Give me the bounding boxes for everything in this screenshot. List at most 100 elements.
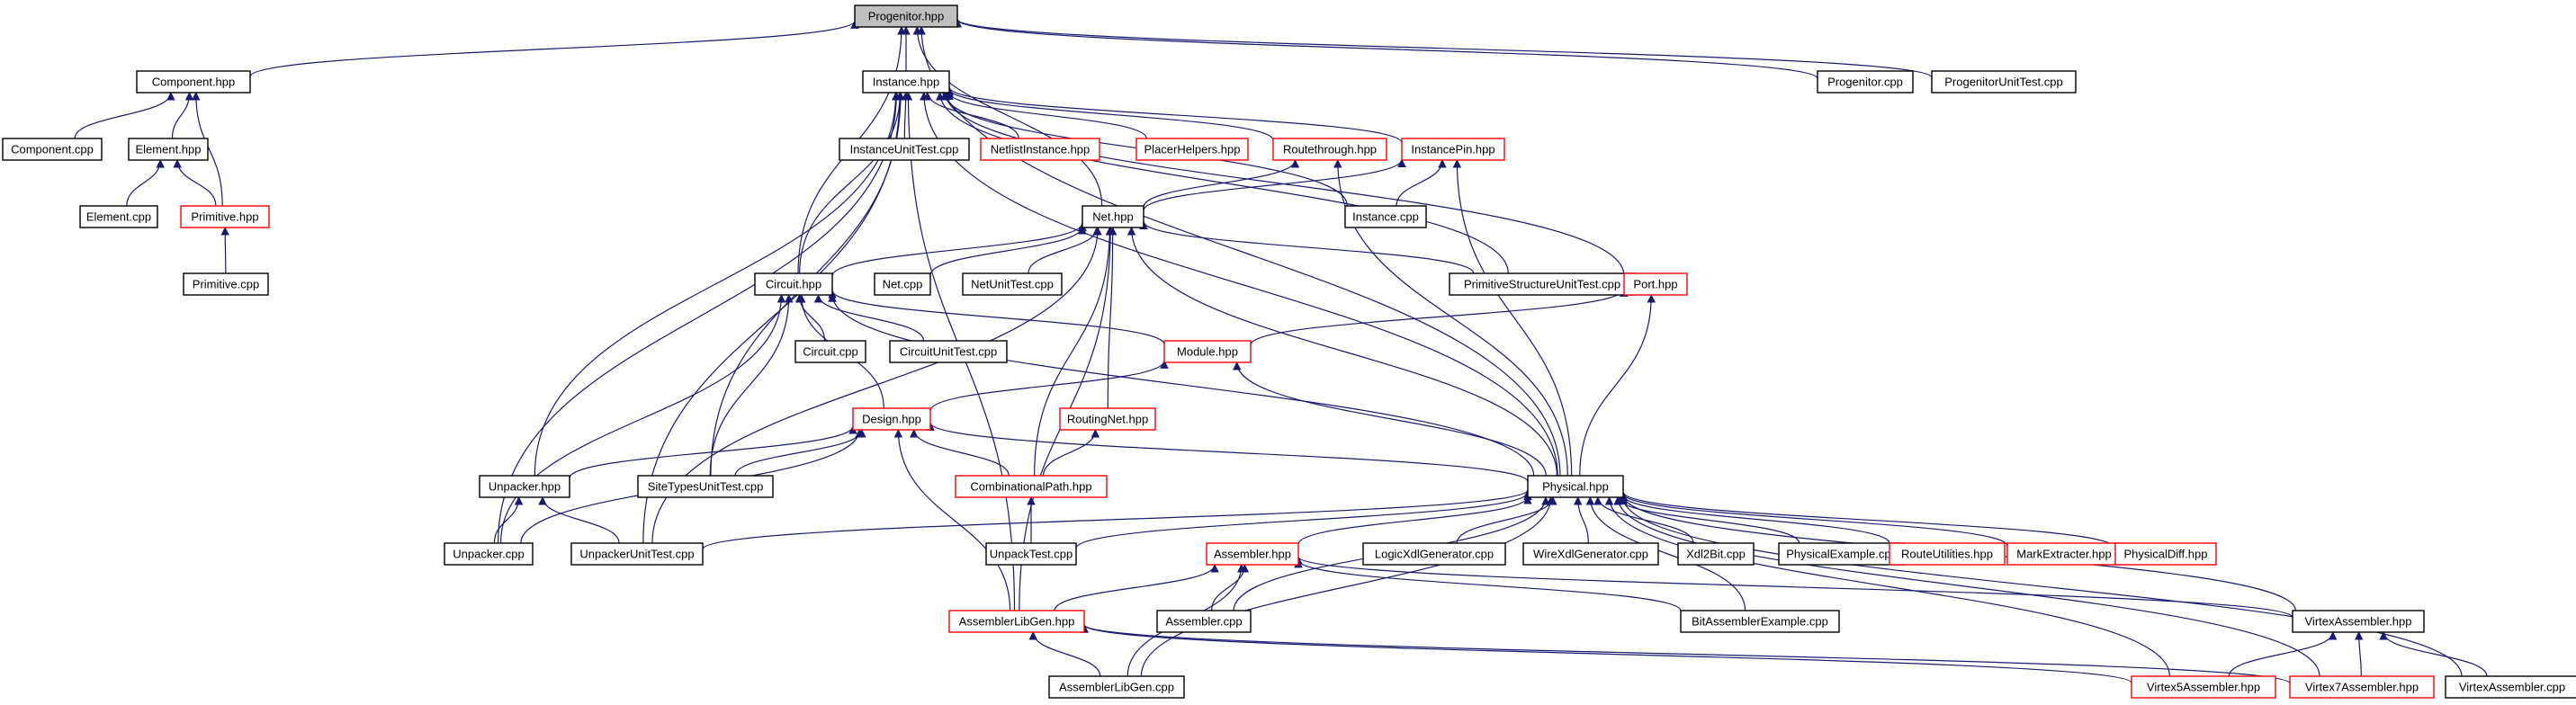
node-box (1527, 475, 1624, 498)
node-bitassemblerexample-cpp[interactable]: BitAssemblerExample.cpp (1680, 610, 1840, 633)
node-virtexassembler-hpp[interactable]: VirtexAssembler.hpp (2292, 610, 2425, 633)
edge-assemblerlibgen-hpp-to-assembler-hpp (1054, 564, 1219, 611)
node-box (1272, 138, 1387, 161)
node-markextracter-hpp[interactable]: MarkExtracter.hpp (2006, 542, 2122, 566)
node-instanceunittest-cpp[interactable]: InstanceUnitTest.cpp (839, 138, 970, 161)
edge-circuit-cpp-to-circuit-hpp (794, 294, 826, 342)
node-progenitor-cpp[interactable]: Progenitor.cpp (1817, 70, 1914, 94)
node-label: Element.cpp (86, 210, 151, 224)
edge-physical-hpp-to-module-hpp (1232, 361, 1547, 477)
node-box (1778, 542, 1906, 566)
edge (1126, 227, 1558, 477)
node-primitive-cpp[interactable]: Primitive.cpp (183, 272, 269, 296)
node-net-cpp[interactable]: Net.cpp (874, 272, 931, 296)
node-physical-hpp[interactable]: Physical.hpp (1527, 475, 1624, 498)
node-box (985, 542, 1077, 566)
node-net-hpp[interactable]: Net.hpp (1082, 205, 1144, 228)
node-virtex5assembler-hpp[interactable]: Virtex5Assembler.hpp (2131, 675, 2276, 699)
edge-unpacker-cpp-to-instance-hpp (498, 92, 902, 544)
node-logicxdlgenerator-cpp[interactable]: LogicXdlGenerator.cpp (1362, 542, 1506, 566)
edge-physical-hpp-to-instance-hpp (920, 92, 1558, 477)
node-design-hpp[interactable]: Design.hpp (852, 407, 931, 431)
edge-element-hpp-to-component-hpp (171, 92, 194, 139)
node-component-hpp[interactable]: Component.hpp (136, 70, 251, 94)
edge (945, 85, 1403, 144)
edge-unpacktest-cpp-to-physical-hpp (1075, 491, 1532, 549)
node-module-hpp[interactable]: Module.hpp (1163, 340, 1252, 363)
node-label: UnpackerUnitTest.cpp (579, 548, 694, 561)
node-netunittest-cpp[interactable]: NetUnitTest.cpp (962, 272, 1063, 296)
edge-netlistinstance-hpp-to-instance-hpp (923, 92, 1019, 139)
node-assemblerlibgen-cpp[interactable]: AssemblerLibGen.cpp (1048, 675, 1185, 699)
node-instance-cpp[interactable]: Instance.cpp (1344, 205, 1427, 228)
node-box (1156, 610, 1252, 633)
edge (831, 222, 1087, 277)
edge-physical-hpp-to-port-hpp (1579, 294, 1656, 477)
node-wirexdlgenerator-cpp[interactable]: WireXdlGenerator.cpp (1522, 542, 1659, 566)
node-label: PhysicalExample.cpp (1786, 548, 1898, 561)
node-instance-hpp[interactable]: Instance.hpp (862, 70, 950, 94)
node-physicaldiff-hpp[interactable]: PhysicalDiff.hpp (2114, 542, 2217, 566)
node-progenitorunittest-cpp[interactable]: ProgenitorUnitTest.cpp (1931, 70, 2077, 94)
edge (498, 92, 902, 544)
node-physicalexample-cpp[interactable]: PhysicalExample.cpp (1778, 542, 1906, 566)
edge (1028, 631, 1101, 677)
node-xdl2bit-cpp[interactable]: Xdl2Bit.cpp (1677, 542, 1755, 566)
node-unpacker-hpp[interactable]: Unpacker.hpp (479, 475, 570, 498)
edge-physical-hpp-to-instancepin-hpp (1452, 159, 1573, 477)
edge-component-hpp-to-progenitor-hpp (249, 20, 859, 77)
node-routethrough-hpp[interactable]: Routethrough.hpp (1272, 138, 1387, 161)
node-virtex7assembler-hpp[interactable]: Virtex7Assembler.hpp (2289, 675, 2435, 699)
edge (1619, 491, 2116, 549)
node-component-cpp[interactable]: Component.cpp (2, 138, 103, 161)
node-element-hpp[interactable]: Element.hpp (128, 138, 209, 161)
node-progenitor-hpp[interactable]: Progenitor.hpp (854, 4, 958, 28)
node-box (1401, 138, 1505, 161)
node-element-cpp[interactable]: Element.cpp (79, 205, 158, 228)
edge-design-hpp-to-module-hpp (929, 360, 1169, 412)
edge (1143, 158, 1406, 211)
node-box (1163, 340, 1252, 363)
node-routingnet-hpp[interactable]: RoutingNet.hpp (1059, 407, 1156, 431)
node-box (1889, 542, 2006, 566)
node-label: BitAssemblerExample.cpp (1692, 615, 1828, 629)
node-sitetypesunittest-cpp[interactable]: SiteTypesUnitTest.cpp (637, 475, 774, 498)
edge (192, 92, 223, 207)
node-box (1135, 138, 1249, 161)
edge-logicxdlgenerator-cpp-to-physical-hpp (1456, 496, 1557, 544)
node-placerhelpers-hpp[interactable]: PlacerHelpers.hpp (1135, 138, 1249, 161)
node-box (444, 542, 534, 566)
node-assembler-hpp[interactable]: Assembler.hpp (1206, 542, 1299, 566)
node-assemblerlibgen-hpp[interactable]: AssemblerLibGen.hpp (948, 610, 1085, 633)
node-unpackerunittest-cpp[interactable]: UnpackerUnitTest.cpp (570, 542, 704, 566)
node-label: PhysicalDiff.hpp (2124, 548, 2208, 561)
node-netlistinstance-hpp[interactable]: NetlistInstance.hpp (980, 138, 1100, 161)
node-box (1623, 272, 1688, 296)
node-primitive-hpp[interactable]: Primitive.hpp (180, 205, 270, 228)
node-virtexassembler-cpp[interactable]: VirtexAssembler.cpp (2445, 675, 2576, 699)
node-combinationalpath-hpp[interactable]: CombinationalPath.hpp (955, 475, 1108, 498)
node-assembler-cpp[interactable]: Assembler.cpp (1156, 610, 1252, 633)
node-circuit-cpp[interactable]: Circuit.cpp (794, 340, 866, 363)
edge-bitassemblerexample-cpp-to-physical-hpp (1585, 496, 1746, 611)
node-primitivestructureunittest-cpp[interactable]: PrimitiveStructureUnitTest.cpp (1449, 272, 1636, 296)
node-routeutilities-hpp[interactable]: RouteUtilities.hpp (1889, 542, 2006, 566)
node-unpacker-cpp[interactable]: Unpacker.cpp (444, 542, 534, 566)
edge (912, 26, 1103, 207)
node-label: Instance.hpp (873, 76, 939, 89)
node-port-hpp[interactable]: Port.hpp (1623, 272, 1688, 296)
edge-instanceunittest-cpp-to-instance-hpp (901, 92, 911, 139)
node-unpacktest-cpp[interactable]: UnpackTest.cpp (985, 542, 1077, 566)
node-label: Primitive.cpp (193, 278, 259, 291)
node-circuit-hpp[interactable]: Circuit.hpp (754, 272, 833, 296)
node-label: Virtex5Assembler.hpp (2147, 681, 2260, 694)
edge-primitive-hpp-to-element-hpp (173, 159, 217, 207)
edge (1456, 496, 1557, 544)
edge (1396, 159, 1447, 207)
edge-unpackerunittest-cpp-to-physical-hpp (702, 488, 1532, 550)
node-box (1362, 542, 1506, 566)
node-circuitunittest-cpp[interactable]: CircuitUnitTest.cpp (889, 340, 1008, 363)
node-label: WireXdlGenerator.cpp (1533, 548, 1648, 561)
node-instancepin-hpp[interactable]: InstancePin.hpp (1401, 138, 1505, 161)
node-box (794, 340, 866, 363)
